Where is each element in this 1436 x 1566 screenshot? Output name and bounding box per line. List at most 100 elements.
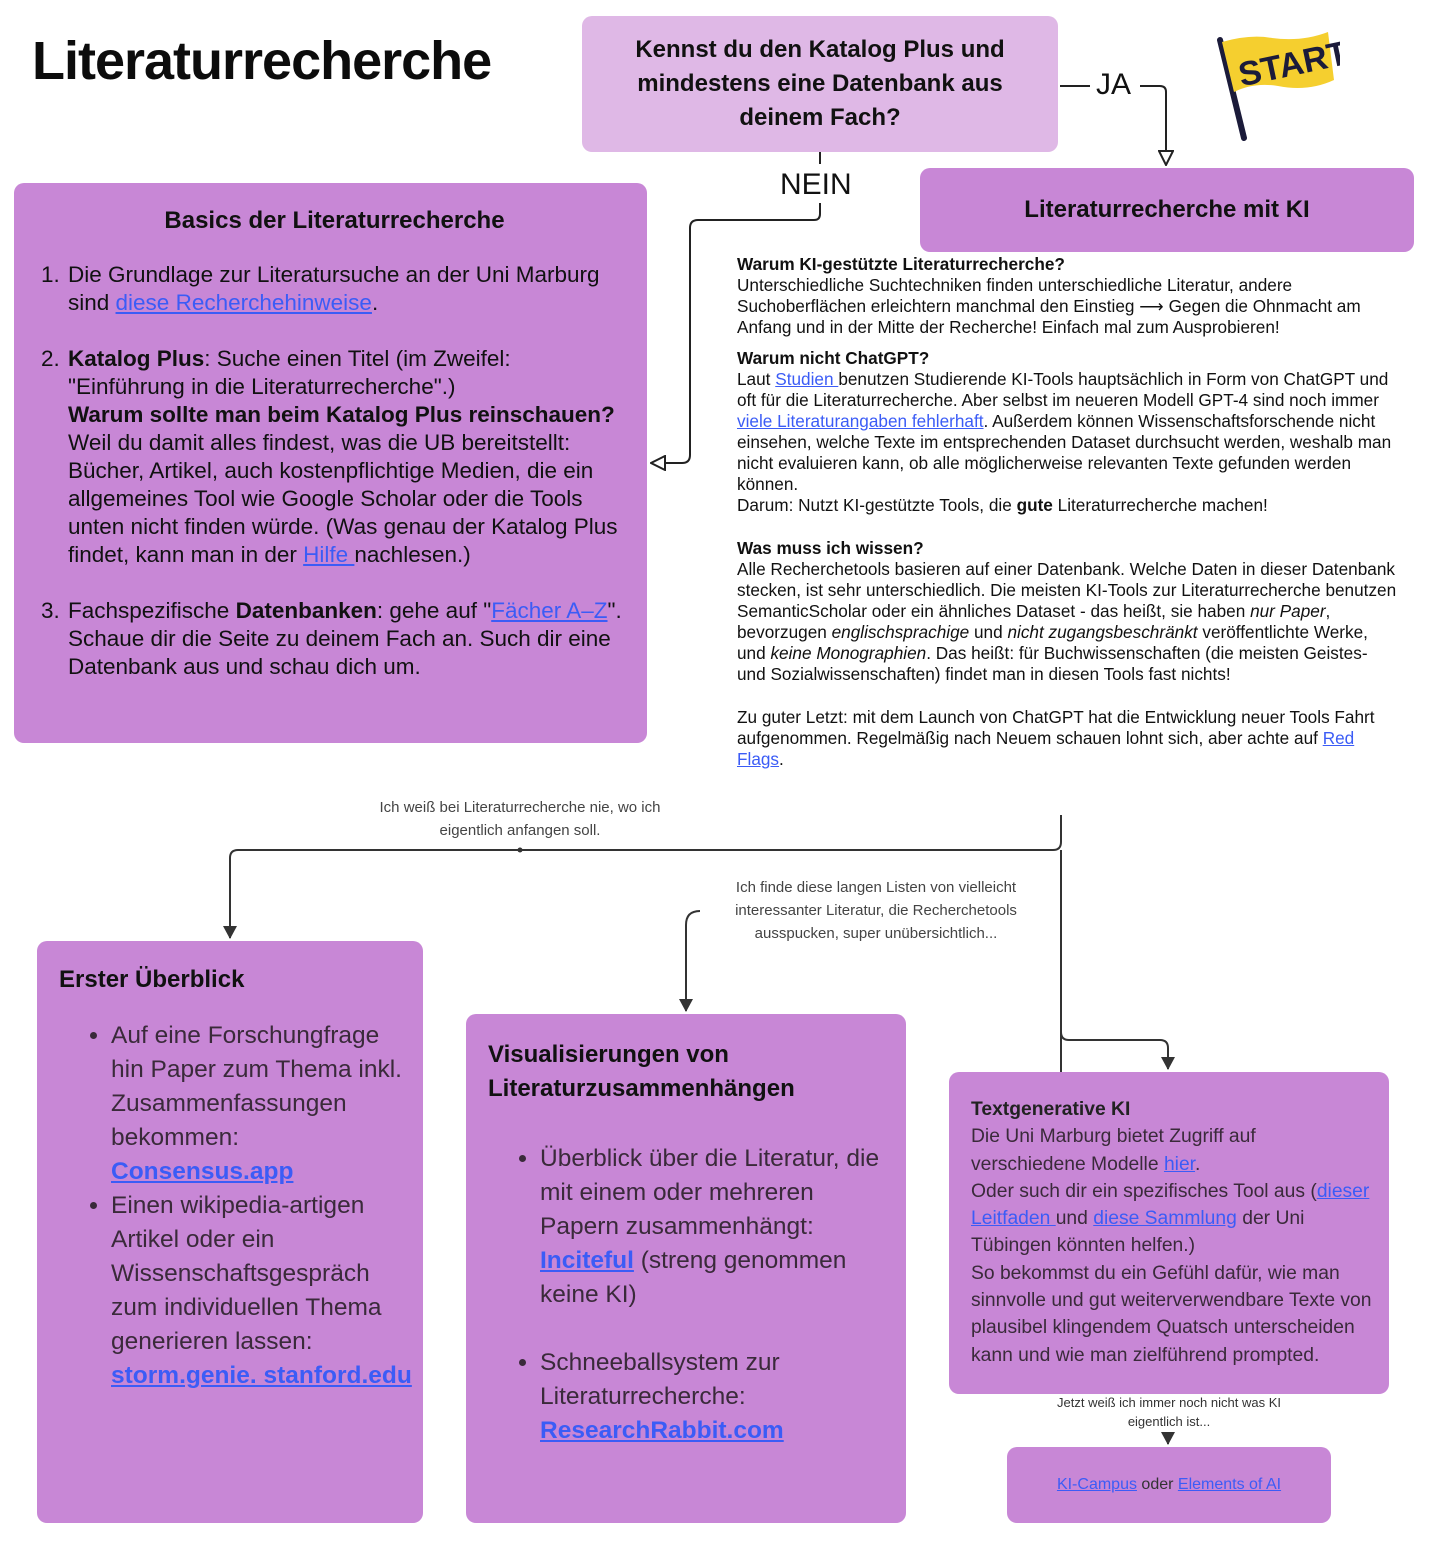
note-lists: Ich finde diese langen Listen von vielle… [706,876,1046,945]
basics-item-2: Katalog Plus: Suche einen Titel (im Zwei… [66,345,627,569]
basics-item-3-end: ". Schaue dir die Seite zu deinem Fach a… [68,598,622,679]
note-start: Ich weiß bei Literaturrecherche nie, wo … [350,796,690,842]
ki-title: Literaturrecherche mit KI [1024,196,1310,223]
visual-item-2: Schneeballsystem zur Literaturrecherche:… [540,1346,892,1448]
ki-chatgpt-heading: Warum nicht ChatGPT? [737,348,930,368]
basics-item-3: Fachspezifische Datenbanken: gehe auf "F… [66,597,627,681]
basics-item-1-text: Die Grundlage zur Literatursuche an der … [68,262,600,315]
start-flag: START [1210,26,1352,151]
storm-link[interactable]: storm.genie. stanford.edu [111,1362,412,1389]
ki-chatgpt-paragraph: Warum nicht ChatGPT? Laut Studien benutz… [737,348,1397,516]
textgen-text-1: Die Uni Marburg bietet Zugriff auf versc… [971,1126,1256,1175]
visual-item-2-text: Schneeballsystem zur Literaturrecherche: [540,1349,780,1410]
ki-chatgpt-text-5: Literaturrecherche machen! [1052,495,1268,515]
yes-connector [1060,85,1166,164]
textgen-text-5: der Uni Tübingen könnten helfen.) [971,1208,1305,1257]
visual-connector [679,910,701,1012]
textgen-text-6: So bekommst du ein Gefühl dafür, wie man… [971,1262,1372,1366]
ki-chatgpt-text-4: Darum: Nutzt KI-gestützte Tools, die [737,495,1017,515]
ki-chatgpt-text-2: benutzen Studierende KI-Tools hauptsächl… [737,369,1389,410]
ki-last-text: Zu guter Letzt: mit dem Launch von ChatG… [737,707,1375,748]
basics-box: Basics der Literaturrecherche Die Grundl… [14,183,647,743]
visual-title: Visualisierungen von Literaturzusammenhä… [488,1041,795,1102]
sammlung-link[interactable]: diese Sammlung [1093,1208,1237,1230]
ki-chatgpt-bold: gute [1016,495,1053,515]
basics-title: Basics der Literaturrecherche [164,207,505,234]
page-title: Literaturrecherche [32,31,492,91]
textgen-text-2: . [1195,1153,1201,1175]
basics-item-1-end: . [371,290,379,315]
note-ki: Jetzt weiß ich immer noch nicht was KI e… [1057,1395,1281,1429]
no-connector [652,152,821,463]
ki-chatgpt-text-1: Laut [737,369,776,389]
katalog-plus-question: Warum sollte man beim Katalog Plus reins… [68,402,615,427]
hilfe-link[interactable]: Hilfe [303,542,355,567]
ueberblick-box: Erster Überblick Auf eine Forschungfrage… [37,941,423,1523]
ki-chatgpt-text-3: . Außerdem können Wissenschaftsforschend… [737,411,1392,494]
ki-why-text: Unterschiedliche Suchtechniken finden un… [737,275,1361,337]
ueberblick-item-1: Auf eine Forschungfrage hin Paper zum Th… [111,1019,413,1189]
ueberblick-title: Erster Überblick [59,966,245,993]
ki-know-text-1: Alle Recherchetools basieren auf einer D… [737,559,1397,621]
start-connector [223,815,1062,939]
datenbanken-label: Datenbanken [235,598,377,623]
basics-list: Die Grundlage zur Literatursuche an der … [42,261,627,681]
ki-campus-box: KI-Campus oder Elements of AI [1007,1447,1331,1523]
recherchehinweise-link[interactable]: diese Recherchehinweise [115,290,372,315]
ki-know-text-4: veröffentlichte Werke, und [737,622,1368,663]
hier-link[interactable]: hier [1163,1153,1196,1175]
literaturangaben-link[interactable]: viele Literaturangaben fehlerhaft [737,411,984,431]
basics-item-3-text: Fachspezifische [68,598,236,623]
visual-item-1: Überblick über die Literatur, die mit ei… [540,1142,892,1312]
textgen-text-3: Oder such dir ein spezifisches Tool aus … [971,1180,1317,1202]
red-flags-link[interactable]: Red Flags [737,728,1355,769]
elements-of-ai-link[interactable]: Elements of AI [1177,1476,1282,1493]
consensus-link[interactable]: Consensus.app [111,1158,294,1185]
no-label: NEIN [780,168,852,202]
ueberblick-item-1-text: Auf eine Forschungfrage hin Paper zum Th… [111,1022,402,1151]
inciteful-link[interactable]: Inciteful [540,1247,634,1274]
studien-link[interactable]: Studien [775,369,839,389]
ki-last-paragraph: Zu guter Letzt: mit dem Launch von ChatG… [737,707,1397,770]
ki-text-block: Warum KI-gestützte Literaturrecherche? U… [737,254,1397,780]
ki-box-header: Literaturrecherche mit KI [920,168,1414,252]
basics-item-3-mid: : gehe auf " [376,598,492,623]
faecher-az-link[interactable]: Fächer A–Z [491,598,608,623]
visual-list: Überblick über die Literatur, die mit ei… [488,1142,892,1448]
katalog-plus-label: Katalog Plus [68,346,205,371]
ki-know-italic-3: nicht zugangsbeschränkt [1007,622,1198,642]
textgen-text-4: und [1055,1208,1094,1230]
ki-know-text-5: . Das heißt: für Buchwissenschaften (die… [737,643,1368,684]
start-question-text: Kennst du den Katalog Plus und mindesten… [635,36,1005,131]
textgen-connector [1060,850,1175,1070]
ki-campus-mid: oder [1136,1476,1178,1493]
researchrabbit-link[interactable]: ResearchRabbit.com [540,1417,784,1444]
ki-know-italic-2: englischsprachige [831,622,970,642]
ueberblick-list: Auf eine Forschungfrage hin Paper zum Th… [59,1019,413,1393]
ki-know-text-3: und [969,622,1008,642]
ki-know-paragraph: Was muss ich wissen? Alle Recherchetools… [737,538,1397,685]
ki-know-italic-1: nur Paper [1250,601,1326,621]
flag-icon: START [1217,32,1352,141]
yes-label: JA [1096,68,1132,102]
visual-box: Visualisierungen von Literaturzusammenhä… [466,1014,906,1523]
ki-why-paragraph: Warum KI-gestützte Literaturrecherche? U… [737,254,1397,338]
ki-why-heading: Warum KI-gestützte Literaturrecherche? [737,254,1065,274]
visual-item-1-end: (streng genommen keine KI) [540,1247,847,1308]
basics-item-1: Die Grundlage zur Literatursuche an der … [66,261,627,317]
leitfaden-link[interactable]: dieser Leitfaden [971,1180,1370,1230]
ki-know-heading: Was muss ich wissen? [737,538,924,558]
basics-item-2-end: nachlesen.) [354,542,471,567]
ki-know-italic-4: keine Monographien [770,643,927,663]
basics-item-2-text: : Suche einen Titel (im Zweifel: "Einfüh… [68,346,511,399]
ki-know-text-2: , bevorzugen [737,601,1331,642]
textgen-title: Textgenerative KI [971,1099,1131,1120]
ueberblick-item-2: Einen wikipedia-artigen Artikel oder ein… [111,1189,413,1393]
ki-campus-link[interactable]: KI-Campus [1056,1476,1137,1493]
ki-last-end: . [779,749,784,769]
textgen-box: Textgenerative KI Die Uni Marburg bietet… [949,1072,1389,1394]
visual-item-1-text: Überblick über die Literatur, die mit ei… [540,1145,880,1240]
katalog-plus-answer: Weil du damit alles findest, was die UB … [68,430,618,567]
ueberblick-item-2-text: Einen wikipedia-artigen Artikel oder ein… [111,1192,382,1355]
start-question: Kennst du den Katalog Plus und mindesten… [582,16,1058,152]
